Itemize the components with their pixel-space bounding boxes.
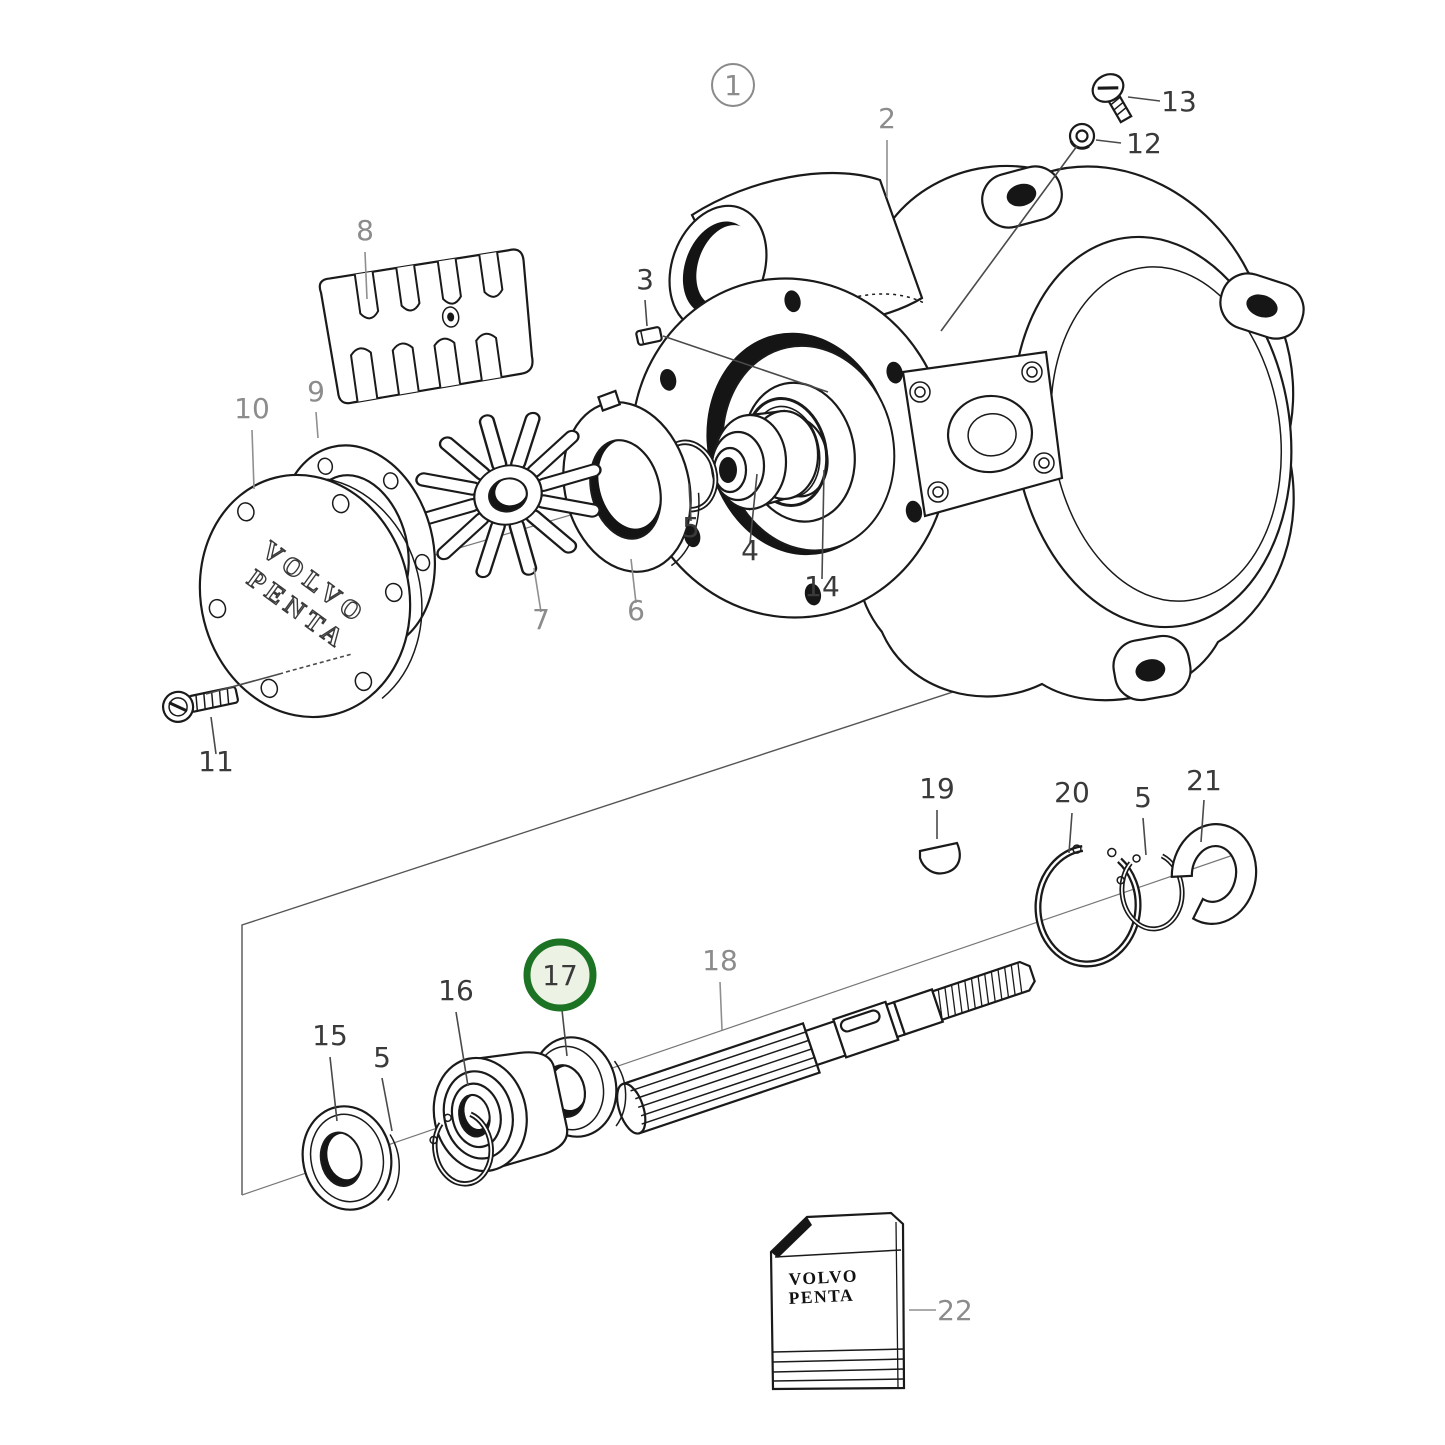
callout-19[interactable]: 19 <box>919 772 955 805</box>
shaft-seal-ring <box>301 1105 401 1211</box>
callout-8[interactable]: 8 <box>356 214 374 247</box>
cam-screw <box>1091 73 1133 124</box>
impeller <box>414 411 602 579</box>
callout-16[interactable]: 16 <box>438 974 474 1007</box>
callout-20[interactable]: 20 <box>1054 776 1090 809</box>
callout-figure-1[interactable]: 1 <box>711 63 755 107</box>
wear-plate <box>562 389 700 573</box>
woodruff-key <box>918 841 961 875</box>
housing-ear-top <box>981 165 1063 229</box>
callout-13[interactable]: 13 <box>1161 85 1197 118</box>
callout-12[interactable]: 12 <box>1126 127 1162 160</box>
callout-5-upper[interactable]: 5 <box>682 511 700 544</box>
callout-18[interactable]: 18 <box>702 944 738 977</box>
callout-2[interactable]: 2 <box>878 102 896 135</box>
callout-4[interactable]: 4 <box>741 534 759 567</box>
ball-bearing <box>432 1051 569 1173</box>
callout-22[interactable]: 22 <box>937 1294 973 1327</box>
circlip-lower-left <box>429 1109 494 1187</box>
callout-9[interactable]: 9 <box>307 375 325 408</box>
callout-17-highlighted[interactable]: 17 <box>523 938 597 1012</box>
circlip-right <box>1116 850 1185 932</box>
callout-6[interactable]: 6 <box>627 594 645 627</box>
kit-box-line1: VOLVO <box>788 1265 858 1289</box>
highlight-ring <box>523 938 597 1012</box>
kit-box-line2: PENTA <box>788 1285 854 1308</box>
cover-screw <box>161 685 239 723</box>
cam-pin <box>635 326 663 346</box>
shaft-seal-assembly <box>710 409 820 511</box>
housing-ear-bottom <box>1112 634 1192 702</box>
housing-ear-right <box>1219 272 1305 340</box>
callout-5-right[interactable]: 5 <box>1134 781 1152 814</box>
parts-kit-box: VOLVO PENTA <box>769 1211 906 1391</box>
callout-15[interactable]: 15 <box>312 1019 348 1052</box>
callout-10[interactable]: 10 <box>234 392 270 425</box>
end-cover: VOLVO PENTA <box>198 473 423 719</box>
circlip-large <box>1034 844 1142 968</box>
spacer-washer <box>1170 823 1258 925</box>
cam <box>318 248 534 406</box>
callout-5-left[interactable]: 5 <box>373 1041 391 1074</box>
pump-housing <box>630 164 1305 702</box>
pump-shaft <box>616 960 1036 1135</box>
kit-box-brand-text: VOLVO PENTA <box>788 1265 858 1308</box>
cam-screw-washer <box>1068 122 1096 150</box>
housing-inlet-flange <box>901 350 1064 518</box>
callout-11[interactable]: 11 <box>198 745 234 778</box>
callouts: 1 2 13 12 8 3 9 10 5 4 14 6 7 11 19 20 5… <box>198 63 1222 1327</box>
callout-figure-1-label: 1 <box>724 69 742 102</box>
callout-3[interactable]: 3 <box>636 263 654 296</box>
callout-14[interactable]: 14 <box>804 570 840 603</box>
leader-lines <box>205 96 1205 1311</box>
callout-17-label: 17 <box>542 959 578 992</box>
callout-7[interactable]: 7 <box>532 603 550 636</box>
callout-21[interactable]: 21 <box>1186 764 1222 797</box>
